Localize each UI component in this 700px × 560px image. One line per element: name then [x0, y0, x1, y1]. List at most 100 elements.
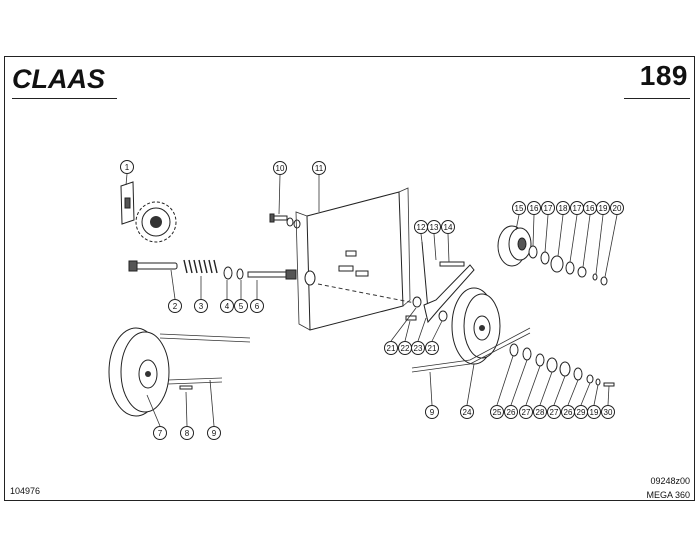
- brand-text: CLAAS: [12, 64, 105, 92]
- leader-line: [510, 359, 528, 406]
- callout-bubble: [490, 405, 504, 419]
- callout-number: 15: [515, 204, 524, 213]
- drawing-code: 09248z00: [650, 476, 690, 486]
- part-mounting-plate: [295, 187, 421, 331]
- leader-line: [607, 385, 610, 406]
- part-tensioner-arm: [405, 241, 475, 324]
- callout-number: 9: [212, 429, 217, 438]
- callout-28: 28: [533, 371, 553, 419]
- leader-line: [278, 174, 281, 215]
- callout-number: 6: [255, 302, 260, 311]
- leader-line: [595, 214, 604, 275]
- callout-number: 9: [430, 408, 435, 417]
- callout-17: 17: [569, 201, 584, 263]
- callout-number: 19: [599, 204, 608, 213]
- callout-number: 28: [536, 408, 545, 417]
- callout-8: 8: [180, 391, 194, 440]
- callout-number: 22: [401, 344, 410, 353]
- callout-bubble: [120, 160, 134, 174]
- leader-line: [433, 233, 437, 261]
- page-number: 189: [639, 60, 688, 91]
- callout-25: 25: [490, 355, 514, 419]
- callout-bubble: [220, 299, 234, 313]
- callout-16: 16: [527, 201, 541, 247]
- leader-line: [544, 214, 549, 253]
- callout-number: 14: [444, 223, 453, 232]
- callout-number: 12: [417, 223, 426, 232]
- callout-11: 11: [312, 161, 326, 212]
- callout-bubble: [153, 426, 167, 440]
- callout-number: 27: [522, 408, 531, 417]
- callout-26: 26: [504, 359, 528, 419]
- callout-bubble: [168, 299, 182, 313]
- callout-number: 18: [559, 204, 568, 213]
- callout-number: 13: [430, 223, 439, 232]
- callout-bubble: [556, 201, 570, 215]
- callout-22: 22: [398, 320, 412, 355]
- callout-number: 3: [199, 302, 204, 311]
- callout-number: 29: [577, 408, 586, 417]
- leader-line: [429, 371, 433, 406]
- leader-line: [466, 363, 475, 406]
- callout-bubble: [207, 426, 221, 440]
- callout-bubble: [180, 426, 194, 440]
- leader-line: [593, 384, 599, 406]
- callout-9: 9: [425, 371, 439, 419]
- leader-line: [390, 307, 417, 342]
- callout-20: 20: [604, 201, 624, 278]
- leader-line: [604, 214, 618, 278]
- callout-2: 2: [168, 269, 182, 313]
- leader-line: [553, 375, 566, 406]
- callout-number: 19: [590, 408, 599, 417]
- callout-bubble: [460, 405, 474, 419]
- part-tension-assembly: [128, 259, 297, 280]
- callout-bubble: [425, 405, 439, 419]
- logo-underline: [12, 98, 117, 99]
- claas-logo: CLAAS: [12, 64, 105, 94]
- callout-number: 11: [315, 164, 324, 173]
- leader-line: [125, 173, 128, 186]
- callout-27: 27: [547, 375, 566, 419]
- callout-number: 23: [414, 344, 423, 353]
- brand-logo: CLAAS: [12, 64, 120, 97]
- callout-bubble: [504, 405, 518, 419]
- leader-line: [496, 355, 514, 406]
- callout-bubble: [527, 201, 541, 215]
- callout-bubble: [312, 161, 326, 175]
- callout-21: 21: [425, 320, 443, 355]
- callout-21: 21: [384, 307, 417, 355]
- callout-16: 16: [582, 201, 597, 268]
- callout-bubble: [587, 405, 601, 419]
- callout-18: 18: [556, 201, 570, 257]
- callout-12: 12: [414, 220, 428, 243]
- callout-1: 1: [120, 160, 134, 186]
- part-pulley-right: [411, 287, 615, 387]
- callout-23: 23: [411, 317, 427, 355]
- callout-bubble: [425, 341, 439, 355]
- callout-bubble: [533, 405, 547, 419]
- callout-26: 26: [561, 379, 579, 419]
- leader-line: [447, 233, 450, 263]
- callout-bubble: [411, 341, 425, 355]
- callout-bubble: [512, 201, 526, 215]
- callout-7: 7: [146, 394, 167, 440]
- callout-10: 10: [273, 161, 287, 215]
- callout-number: 30: [604, 408, 613, 417]
- callout-13: 13: [427, 220, 441, 261]
- callout-bubble: [441, 220, 455, 234]
- leader-line: [582, 214, 591, 268]
- leader-line: [209, 379, 215, 427]
- leader-line: [185, 391, 188, 427]
- leader-line: [525, 365, 541, 406]
- callout-number: 21: [387, 344, 396, 353]
- part-bolt: [269, 213, 301, 229]
- callout-4: 4: [220, 280, 234, 313]
- callout-bubble: [234, 299, 248, 313]
- drawing-frame: [4, 56, 695, 501]
- leader-line: [567, 379, 579, 406]
- part-pulley-left: [108, 327, 251, 417]
- leader-line: [539, 371, 553, 406]
- leader-line: [580, 382, 591, 406]
